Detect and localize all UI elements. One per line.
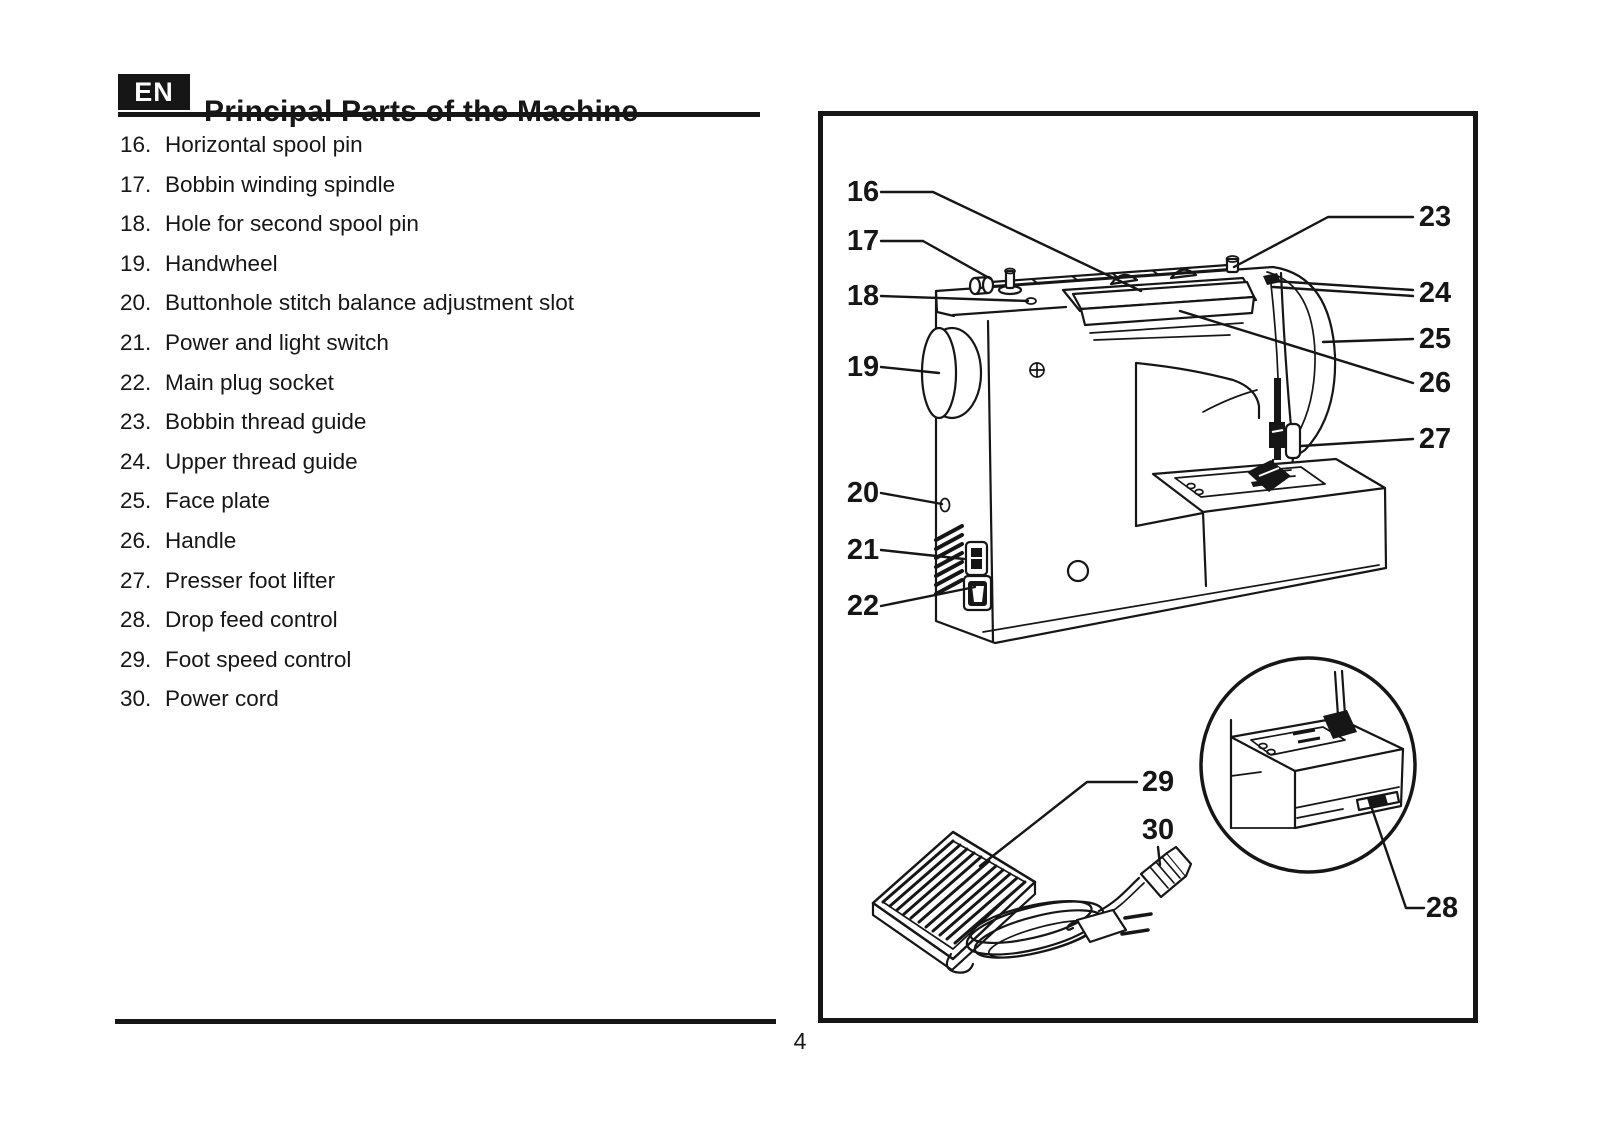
bobbin-winding-spindle <box>997 267 1023 296</box>
ventilation-grille <box>934 524 964 596</box>
callout-18: 18 <box>847 280 879 312</box>
part-number: 22. <box>120 369 152 395</box>
callout-leaders <box>879 190 1426 910</box>
callout-23: 23 <box>1419 201 1451 233</box>
horizontal-spool-pin-cap <box>968 275 995 296</box>
callout-27: 27 <box>1419 423 1451 455</box>
parts-list-item: 26. Handle <box>120 527 780 569</box>
back-screw <box>1029 362 1045 378</box>
part-number: 24. <box>120 448 152 474</box>
part-number: 29. <box>120 646 152 672</box>
part-label: Handle <box>165 527 237 553</box>
part-label: Power cord <box>165 686 279 712</box>
part-number: 26. <box>120 527 152 553</box>
part-number: 23. <box>120 409 152 435</box>
part-number: 27. <box>120 567 152 593</box>
main-plug-socket <box>962 574 993 612</box>
callout-19: 19 <box>847 351 879 383</box>
detail-inset <box>1199 656 1417 874</box>
parts-list-item: 18. Hole for second spool pin <box>120 211 780 252</box>
parts-list-item: 21. Power and light switch <box>120 329 780 371</box>
power-light-switch <box>964 540 989 577</box>
callout-30: 30 <box>1142 814 1174 846</box>
part-number: 17. <box>120 171 152 197</box>
callout-26: 26 <box>1419 367 1451 399</box>
part-label: Bobbin thread guide <box>165 409 367 435</box>
callout-28: 28 <box>1426 892 1458 924</box>
page-title: Principal Parts of the Machine <box>204 94 638 130</box>
bobbin-thread-guide <box>1225 255 1240 274</box>
parts-list-item: 16. Horizontal spool pin <box>120 132 780 173</box>
parts-list-item: 19. Handwheel <box>120 250 780 292</box>
part-label: Presser foot lifter <box>165 567 336 593</box>
callout-22: 22 <box>847 590 879 622</box>
part-label: Horizontal spool pin <box>165 132 363 157</box>
buttonhole-balance-slot <box>939 497 951 513</box>
part-label: Buttonhole stitch balance adjustment slo… <box>165 290 574 316</box>
parts-list-item: 27. Presser foot lifter <box>120 567 780 609</box>
part-label: Upper thread guide <box>165 448 358 474</box>
callout-labels: 16 17 18 19 20 21 22 23 24 25 26 27 28 2… <box>847 176 1458 924</box>
page-number: 4 <box>793 1028 807 1054</box>
pedal-ribs <box>881 839 1027 945</box>
machine-illustration <box>920 255 1388 645</box>
wall-plug <box>1066 908 1153 944</box>
callout-17: 17 <box>847 225 879 257</box>
parts-list-item: 25. Face plate <box>120 489 780 529</box>
part-label: Power and light switch <box>165 329 389 355</box>
part-number: 18. <box>120 211 152 237</box>
callout-20: 20 <box>847 477 879 509</box>
callout-24: 24 <box>1419 277 1451 309</box>
top-thread-path <box>989 263 1230 287</box>
power-cord <box>945 845 1193 974</box>
part-label: Handwheel <box>165 250 278 276</box>
part-label: Drop feed control <box>165 607 338 633</box>
part-label: Bobbin winding spindle <box>165 171 396 197</box>
machine-diagram: 16 17 18 19 20 21 22 23 24 25 26 27 28 2… <box>847 176 1458 974</box>
part-number: 30. <box>120 686 152 712</box>
parts-list-item: 22. Main plug socket <box>120 369 780 411</box>
part-label: Hole for second spool pin <box>165 211 419 237</box>
parts-list-item: 17. Bobbin winding spindle <box>120 171 780 213</box>
part-label: Face plate <box>165 488 271 514</box>
back-hole <box>1066 559 1090 583</box>
callout-25: 25 <box>1419 323 1451 355</box>
presser-foot <box>1247 460 1291 492</box>
parts-list-item: 28. Drop feed control <box>120 607 780 648</box>
presser-foot-lifter <box>1284 422 1302 460</box>
parts-list-item: 24. Upper thread guide <box>120 448 780 490</box>
parts-list-item: 29. Foot speed control <box>120 646 780 688</box>
callout-16: 16 <box>847 176 879 208</box>
foot-speed-control <box>871 830 1037 972</box>
parts-list: 16. Horizontal spool pin 17. Bobbin windin… <box>120 132 780 727</box>
callout-21: 21 <box>847 534 879 566</box>
machine-plug <box>1139 845 1193 899</box>
part-number: 28. <box>120 607 152 633</box>
parts-list-item: 23. Bobbin thread guide <box>120 409 780 450</box>
machine-body <box>934 265 1388 645</box>
callout-29: 29 <box>1142 766 1174 798</box>
carrying-handle <box>1061 276 1258 341</box>
harp-opening <box>1134 361 1261 528</box>
handwheel <box>920 326 983 420</box>
part-number: 19. <box>120 250 152 276</box>
needle-assembly <box>1247 378 1302 492</box>
part-label: Foot speed control <box>165 646 352 672</box>
part-number: 20. <box>120 290 152 316</box>
language-badge: EN <box>118 74 190 110</box>
part-label: Main plug socket <box>165 369 334 395</box>
diagram-frame: 16 17 18 19 20 21 22 23 24 25 26 27 28 2… <box>818 111 1478 1023</box>
upper-thread <box>1270 283 1279 379</box>
header-rule <box>118 112 760 117</box>
part-number: 25. <box>120 488 152 514</box>
footer-rule <box>115 1019 776 1024</box>
parts-list-item: 20. Buttonhole stitch balance adjustment … <box>120 291 780 331</box>
part-number: 16. <box>120 132 152 157</box>
parts-list-item: 30. Power cord <box>120 687 780 727</box>
inset-presser-foot <box>1323 710 1357 739</box>
part-number: 21. <box>120 329 152 355</box>
drop-feed-slider <box>1367 794 1388 808</box>
